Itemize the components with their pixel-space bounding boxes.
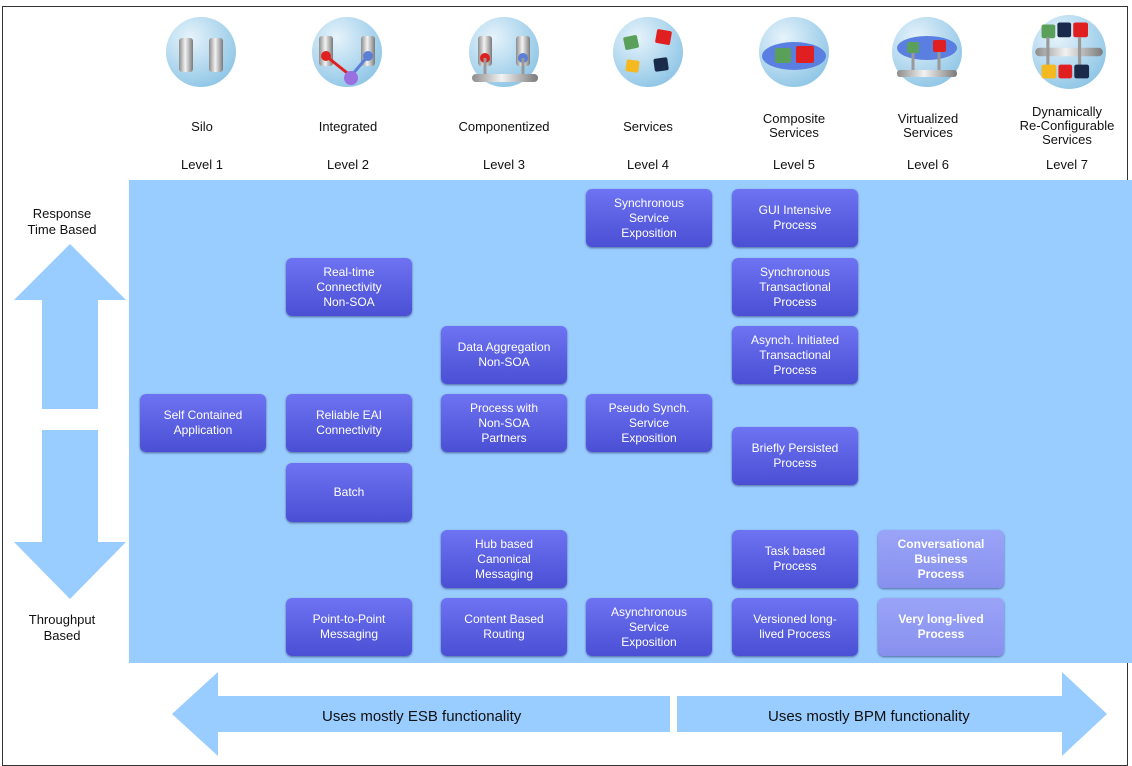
gui-intensive-process-box: GUI Intensive Process	[732, 189, 858, 247]
synchronous-transactional-box: Synchronous Transactional Process	[732, 258, 858, 316]
self-contained-application-box: Self Contained Application	[140, 394, 266, 452]
level-number: Level 6	[907, 157, 949, 172]
very-long-lived-process-box: Very long-lived Process	[878, 598, 1004, 656]
briefly-persisted-box: Briefly Persisted Process	[732, 427, 858, 485]
throughput-label: Throughput Based	[28, 612, 96, 643]
dynamically-reconfigurable-services-icon	[1032, 15, 1106, 89]
services-icon	[613, 17, 683, 87]
level-name: Dynamically Re-Configurable Services	[1019, 104, 1115, 147]
conversational-business-process-box: Conversational Business Process	[878, 530, 1004, 588]
process-non-soa-partners-box: Process with Non-SOA Partners	[441, 394, 567, 452]
realtime-connectivity-box: Real-time Connectivity Non-SOA	[286, 258, 412, 316]
level-name: Services	[623, 119, 673, 134]
composite-services-icon	[759, 17, 829, 87]
bpm-functionality-label: Uses mostly BPM functionality	[768, 708, 970, 725]
vertical-double-arrow	[14, 244, 126, 599]
asynchronous-service-box: Asynchronous Service Exposition	[586, 598, 712, 656]
level-number: Level 1	[181, 157, 223, 172]
level-name: Silo	[191, 119, 213, 134]
esb-functionality-label: Uses mostly ESB functionality	[322, 708, 522, 725]
batch-box: Batch	[286, 463, 412, 522]
level-number: Level 4	[627, 157, 669, 172]
level-number: Level 2	[327, 157, 369, 172]
response-time-label: Response Time Based	[27, 206, 97, 237]
componentized-icon	[469, 17, 539, 87]
level-name: Virtualized Services	[897, 111, 959, 140]
level-name: Integrated	[318, 119, 378, 134]
versioned-long-lived-box: Versioned long- lived Process	[732, 598, 858, 656]
synchronous-service-box: Synchronous Service Exposition	[586, 189, 712, 247]
reliable-eai-box: Reliable EAI Connectivity	[286, 394, 412, 452]
horizontal-double-arrow	[172, 672, 1107, 756]
level-name: Componentized	[458, 119, 550, 134]
virtualized-services-icon	[892, 17, 962, 87]
task-based-process-box: Task based Process	[732, 530, 858, 588]
level-number: Level 5	[773, 157, 815, 172]
content-based-routing-box: Content Based Routing	[441, 598, 567, 656]
level-number: Level 7	[1046, 157, 1088, 172]
point-to-point-box: Point-to-Point Messaging	[286, 598, 412, 656]
level-number: Level 3	[483, 157, 525, 172]
integrated-icon	[312, 17, 382, 87]
silo-icon	[166, 17, 236, 87]
level-name: Composite Services	[762, 111, 826, 140]
asynch-initiated-box: Asynch. Initiated Transactional Process	[732, 326, 858, 384]
hub-canonical-messaging-box: Hub based Canonical Messaging	[441, 530, 567, 588]
data-aggregation-box: Data Aggregation Non-SOA	[441, 326, 567, 384]
pseudo-synch-service-box: Pseudo Synch. Service Exposition	[586, 394, 712, 452]
